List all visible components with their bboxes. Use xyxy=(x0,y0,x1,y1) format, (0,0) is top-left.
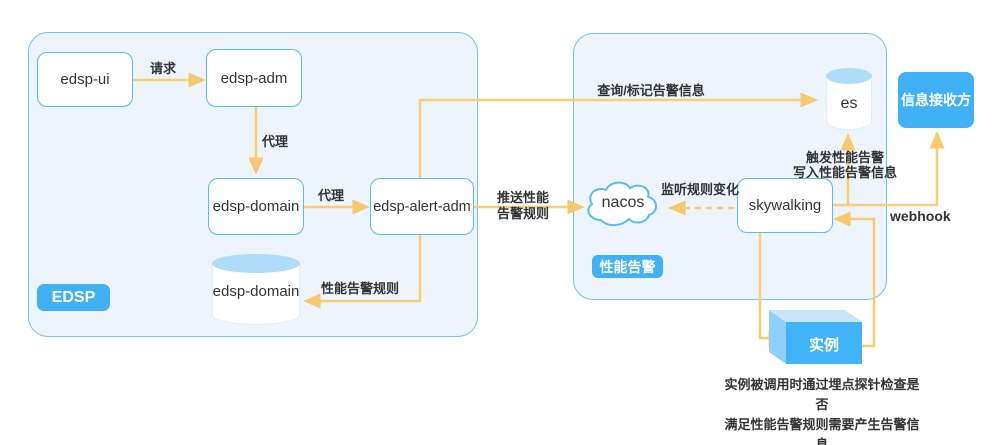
db-es-top xyxy=(826,68,872,84)
instance-note: 实例被调用时通过埋点探针检查是否 满足性能告警规则需要产生告警信息 xyxy=(722,375,922,445)
db-es-label: es xyxy=(840,95,858,112)
edge-label-proxy-down: 代理 xyxy=(262,134,289,149)
edge-label-push-rules-line2: 告警规则 xyxy=(497,206,550,221)
node-instance-label: 实例 xyxy=(808,337,839,354)
node-edsp-domain-label: edsp-domain xyxy=(212,198,300,215)
node-skywalking: skywalking xyxy=(737,178,833,233)
node-edsp-adm-label: edsp-adm xyxy=(220,69,288,87)
edge-label-push-rules: 推送性能 告警规则 xyxy=(497,190,561,222)
node-edsp-alert-adm: edsp-alert-adm xyxy=(370,178,474,235)
db-edsp-domain-top xyxy=(212,254,300,273)
edge-label-push-rules-line1: 推送性能 xyxy=(497,190,550,205)
instance-note-line1: 实例被调用时通过埋点探针检查是否 xyxy=(724,377,920,413)
edge-label-trigger-write: 触发性能告警 写入性能告警信息 xyxy=(785,150,905,180)
nacos-cloud-shape xyxy=(587,181,657,227)
edge-label-request: 请求 xyxy=(149,61,176,76)
db-edsp-domain-label: edsp-domain xyxy=(212,283,300,300)
edge-label-trigger-write-line1: 触发性能告警 xyxy=(805,150,884,165)
instance-note-line2: 满足性能告警规则需要产生告警信息 xyxy=(724,417,920,445)
node-instance: 实例 xyxy=(768,306,874,368)
node-edsp-alert-adm-label: edsp-alert-adm xyxy=(373,198,471,215)
node-edsp-adm: edsp-adm xyxy=(206,49,302,107)
db-edsp-domain: edsp-domain xyxy=(212,254,300,325)
node-nacos-label: nacos xyxy=(601,194,645,211)
db-es-body xyxy=(826,76,872,130)
edge-label-query-mark: 查询/标记告警信息 xyxy=(597,83,705,98)
node-receiver: 信息接收方 xyxy=(898,72,974,128)
edsp-group-tag: EDSP xyxy=(37,284,110,311)
instance-cube-shape xyxy=(769,310,862,364)
db-es: es xyxy=(826,68,872,130)
node-edsp-domain: edsp-domain xyxy=(208,178,304,235)
edge-label-trigger-write-line2: 写入性能告警信息 xyxy=(792,165,897,180)
edge-label-proxy-right: 代理 xyxy=(317,188,344,203)
node-edsp-ui: edsp-ui xyxy=(37,52,133,107)
edge-label-perf-rules: 性能告警规则 xyxy=(320,281,399,296)
perf-alert-group-tag: 性能告警 xyxy=(592,255,663,278)
edsp-group-tag-label: EDSP xyxy=(51,288,96,306)
edge-label-watch-rules: 监听规则变化 xyxy=(660,182,739,197)
node-receiver-label: 信息接收方 xyxy=(901,92,971,108)
perf-alert-group-tag-label: 性能告警 xyxy=(599,258,656,275)
node-edsp-ui-label: edsp-ui xyxy=(60,71,110,88)
db-edsp-domain-body xyxy=(212,263,300,325)
node-skywalking-label: skywalking xyxy=(748,197,822,214)
node-nacos: nacos xyxy=(581,179,665,229)
edge-label-webhook: webhook xyxy=(890,208,951,224)
